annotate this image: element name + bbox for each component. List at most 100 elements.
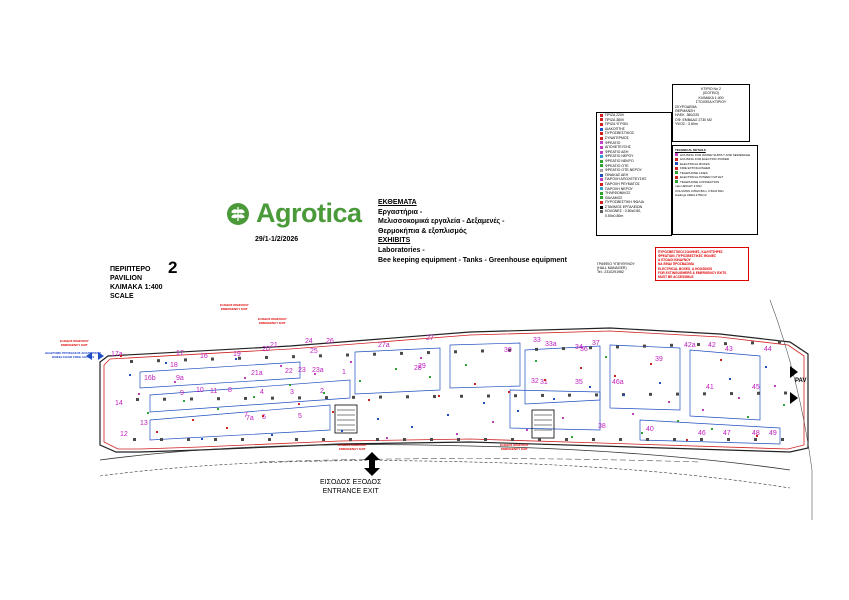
service-marker	[756, 435, 758, 437]
column	[562, 347, 565, 351]
emergency-gr: ΕΞΟΔΟΣ ΚΙΝΔΥΝΟΥ	[338, 443, 367, 447]
emergency-gr: ΕΞΟΔΟΣ ΚΙΝΔΥΝΟΥ	[220, 303, 249, 307]
column	[592, 438, 595, 441]
stand-number: 9	[180, 390, 184, 397]
pav-arrow-icon	[86, 352, 798, 404]
service-marker	[386, 437, 388, 439]
entrance-exit-label: ΕΙΣΟΔΟΣ ΕΞΟΔΟΣ ENTRANCE EXIT	[320, 478, 381, 496]
legend-label: ΠΑΡΟΧΗ ΑΠΟΧΕΤΕΥΣΗΣ	[605, 177, 647, 182]
exhibits-line: Bee keeping equipment - Tanks - Greenhou…	[378, 256, 567, 264]
stand-number: 49	[769, 430, 777, 437]
pav-right-label: PAV	[795, 378, 807, 384]
technical-item: FIRE EXTINGUISHER	[675, 166, 755, 171]
legend-label: 0.50x0.80m	[605, 214, 624, 219]
column	[319, 354, 322, 358]
column	[325, 396, 328, 400]
service-marker	[580, 367, 582, 369]
column	[376, 438, 379, 441]
service-marker	[632, 413, 634, 415]
emergency-gr: ΕΞΟΔΟΣ ΚΙΝΔΥΝΟΥ	[500, 443, 529, 447]
column	[538, 438, 541, 441]
service-marker	[526, 429, 528, 431]
service-marker	[429, 376, 431, 378]
emergency-gr: ΕΞΟΔΟΣ ΚΙΝΔΥΝΟΥ	[60, 339, 89, 343]
hall-manager-phone: ΓΡΑΦΕΙΟ ΥΠΕΥΘΥΝΟΥ (HALL MANAGER) Tel.: 2…	[597, 262, 635, 275]
outer-wall	[99, 327, 809, 453]
stand-number: 12	[120, 431, 128, 438]
stand-number: 19	[233, 351, 241, 358]
legend-item: ΘΑΛΑΜΟΣ	[597, 196, 671, 201]
column	[541, 393, 544, 397]
legend-swatch	[600, 214, 603, 218]
legend-swatch	[600, 201, 603, 205]
notice-line: FOR EXTINGUISHERS & EMERGENCY EXITS	[658, 271, 727, 275]
stand-number: 22	[285, 368, 293, 375]
legend-item: ΠΡΙΖΑ 380V	[597, 118, 671, 123]
legend-label: ΦΡΕΑΤΙΟ ΝΕΚΡΟ	[605, 158, 634, 163]
service-marker	[686, 439, 688, 441]
notice-line: ΝΑ ΕΙΝΑΙ ΠΡΟΣΒΑΣΙΜΑ	[658, 262, 695, 266]
service-marker	[289, 384, 291, 386]
legend-item: ΠΥΡΟΣΒΕΣΤΙΚΟΣ	[597, 131, 671, 136]
stand-number: 39	[655, 356, 663, 363]
service-marker	[420, 357, 422, 359]
service-marker	[217, 408, 219, 410]
technical-label: HOUSING FOR ELECTRIC POWER	[680, 157, 730, 161]
service-marker	[271, 434, 273, 436]
column	[322, 438, 325, 441]
technical-item: TELEPHONE LINES	[675, 171, 755, 176]
column	[133, 438, 136, 441]
service-marker	[438, 395, 440, 397]
stand-outlines	[139, 342, 781, 445]
technical-item: ELECTRICAL POWER OUTLET	[675, 175, 755, 180]
column	[406, 395, 409, 399]
service-marker	[183, 400, 185, 402]
legend-label: ΣΤΑΘΜΟΣ ΕΡΓΑΛΕΙΩΝ	[605, 204, 643, 209]
service-marker	[120, 355, 122, 357]
service-marker	[623, 394, 625, 396]
legend-swatch	[600, 187, 603, 191]
technical-area: loadings AREA 2750m2	[675, 193, 707, 197]
service-marker	[702, 409, 704, 411]
road-line	[769, 299, 813, 520]
stand-number: 24	[305, 338, 313, 345]
column	[643, 344, 646, 348]
technical-label: FIRE EXTINGUISHER	[680, 166, 711, 170]
building-info: ΚΤΙΡΙΟ No 2 (ΙΣΟΓΕΙΟ) ΚΛΙΜΑΚΑ 1:400 ΣΤΟΙ…	[672, 84, 750, 142]
legend-swatch	[600, 168, 603, 172]
legend-label: ΣΥΝΑΓΕΡΜΟΣ	[605, 135, 629, 140]
legend-item: ΣΤΑΘΜΟΣ ΕΡΓΑΛΕΙΩΝ	[597, 205, 671, 210]
phone-line: ΓΡΑΦΕΙΟ ΥΠΕΥΘΥΝΟΥ	[597, 262, 635, 266]
service-marker	[262, 415, 264, 417]
column	[136, 398, 139, 401]
stand-number: 35	[575, 379, 583, 386]
service-marker	[517, 410, 519, 412]
column	[292, 355, 295, 359]
exhibits-heading-gr: ΕΚΘΕΜΑΤΑ	[378, 199, 417, 206]
service-marker	[589, 386, 591, 388]
technical-swatch	[675, 175, 678, 179]
column	[184, 358, 187, 362]
column	[673, 438, 676, 441]
column	[190, 397, 193, 401]
stand-number: 8	[228, 387, 232, 394]
exhibits-line: Θερμοκήπια & εξοπλισμός	[378, 227, 467, 235]
legend-swatch	[600, 178, 603, 182]
service-marker	[562, 417, 564, 419]
stand-number: 21	[270, 342, 278, 349]
phone-line: (HALL MANAGER)	[597, 266, 627, 271]
technical-title: TECHNICAL DETAILS	[675, 148, 706, 152]
column	[211, 357, 214, 361]
column	[244, 396, 247, 400]
column	[595, 393, 598, 397]
legend-swatch	[600, 145, 603, 149]
legend-label: ΦΡΕΑΤΙΟ ΟΤΕ	[605, 163, 629, 168]
service-marker	[456, 433, 458, 435]
service-marker	[447, 414, 449, 416]
service-marker	[614, 375, 616, 377]
service-marker	[226, 427, 228, 429]
technical-swatch	[675, 157, 678, 161]
legend-item: ΦΡΕΑΤΙΟ	[597, 141, 671, 146]
exhibits-block: ΕΚΘΕΜΑΤΑ Εργαστήρια - Μελισσοκομικά εργα…	[378, 198, 567, 265]
legend-label: ΤΗΛΕΦΩΝΙΚΟΣ	[605, 191, 631, 196]
